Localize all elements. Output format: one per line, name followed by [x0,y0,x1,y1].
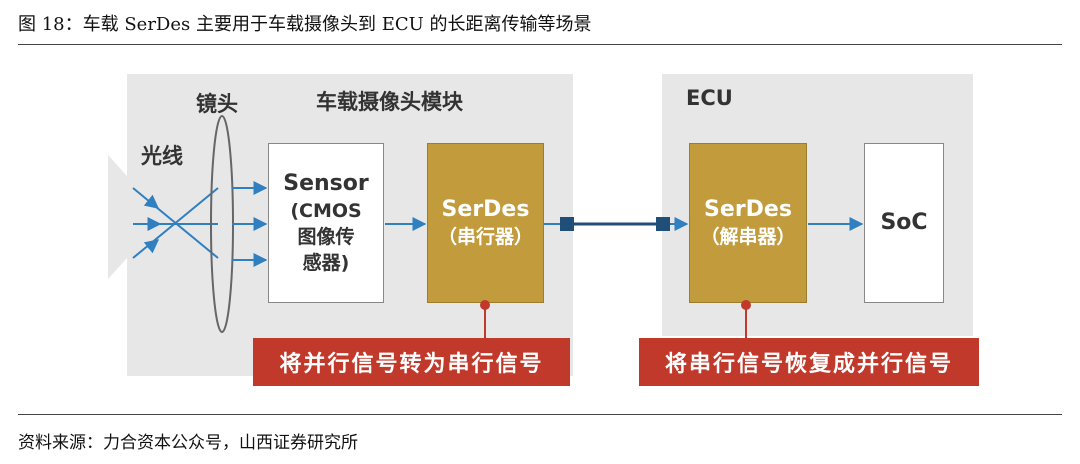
serializer-box: SerDes （串行器） [427,143,544,303]
serialize-banner: 将并行信号转为串行信号 [253,338,570,386]
ray-arrow-3-icon [143,239,160,254]
sensor-box: Sensor (CMOS 图像传 感器) [268,143,384,303]
caption-rule [18,44,1062,45]
serializer-name: SerDes [441,197,530,222]
deserialize-banner: 将串行信号恢复成并行信号 [639,338,979,386]
source-note: 资料来源：力合资本公众号，山西证券研究所 [18,433,358,453]
sensor-line1: (CMOS [290,200,362,222]
ecu-heading: ECU [686,86,733,110]
figure-caption: 图 18：车载 SerDes 主要用于车载摄像头到 ECU 的长距离传输等场景 [18,14,592,35]
light-label: 光线 [141,144,183,168]
deserializer-box: SerDes （解串器） [689,143,807,303]
camera-module-heading: 车载摄像头模块 [316,90,463,114]
ray-arrowheads [143,194,162,254]
serializer-callout-dot-icon [480,300,490,310]
soc-name: SoC [880,210,928,235]
sensor-line2: 图像传 [297,226,355,248]
deserializer-callout-dot-icon [741,300,751,310]
lens-label: 镜头 [196,92,238,116]
lens-to-sensor-arrows [232,181,268,267]
light-rays [132,187,219,259]
deserializer-connector-icon [656,217,670,231]
sensor-line3: 感器) [302,252,350,274]
sensor-name: Sensor [283,171,369,196]
ray-arrow-1-icon [143,194,160,209]
deserializer-name: SerDes [704,197,792,222]
soc-box: SoC [864,143,944,303]
serializer-connector-icon [560,217,574,231]
deserializer-desc: （解串器） [700,226,796,248]
source-rule [18,414,1062,415]
serializer-desc: （串行器） [437,226,533,248]
